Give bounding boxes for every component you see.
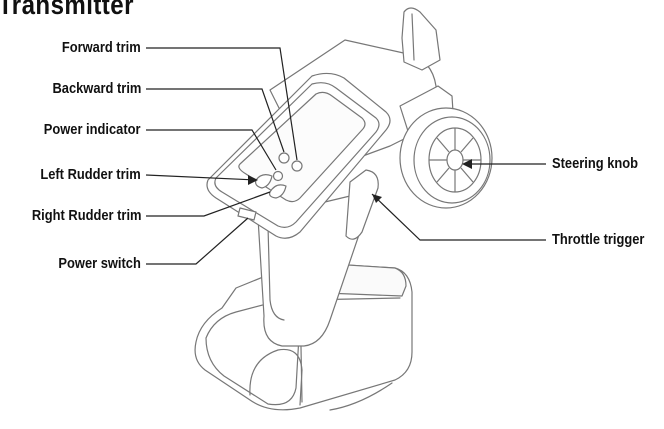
power-switch-part	[237, 207, 257, 221]
throttle-trigger-part	[345, 169, 379, 240]
label-right-rudder-trim: Right Rudder trim	[31, 207, 141, 224]
antenna	[401, 7, 441, 71]
lcd-screen	[238, 91, 366, 203]
label-forward-trim: Forward trim	[62, 39, 141, 56]
arrowhead-left-rudder	[248, 175, 258, 185]
label-backward-trim: Backward trim	[52, 80, 141, 97]
label-steering-knob: Steering knob	[552, 155, 639, 172]
leader-left-rudder-trim	[145, 174, 257, 181]
base-side-curve	[249, 348, 303, 406]
right-rudder-trim-button	[269, 184, 287, 199]
label-throttle-trigger: Throttle trigger	[552, 231, 645, 248]
backward-trim-button	[278, 152, 290, 164]
leader-power-switch	[146, 217, 249, 265]
grip-handle-groove	[267, 225, 285, 321]
leader-throttle-trigger	[371, 193, 546, 241]
label-power-indicator: Power indicator	[44, 121, 141, 138]
leader-power-indicator	[146, 129, 277, 171]
leader-right-rudder-trim	[146, 191, 271, 217]
power-indicator-light	[272, 170, 284, 182]
antenna-edge	[411, 13, 415, 61]
arrowhead-throttle-trigger	[372, 194, 382, 203]
label-left-rudder-trim: Left Rudder trim	[40, 166, 141, 183]
base-right-cut	[329, 382, 393, 411]
diagram-title: Transmitter	[0, 0, 134, 20]
forward-trim-button	[291, 160, 303, 172]
label-power-switch: Power switch	[58, 255, 141, 272]
left-rudder-trim-button	[255, 174, 273, 189]
leader-backward-trim	[146, 88, 285, 153]
arrowhead-steering-knob	[462, 159, 472, 169]
leader-forward-trim	[146, 47, 298, 161]
